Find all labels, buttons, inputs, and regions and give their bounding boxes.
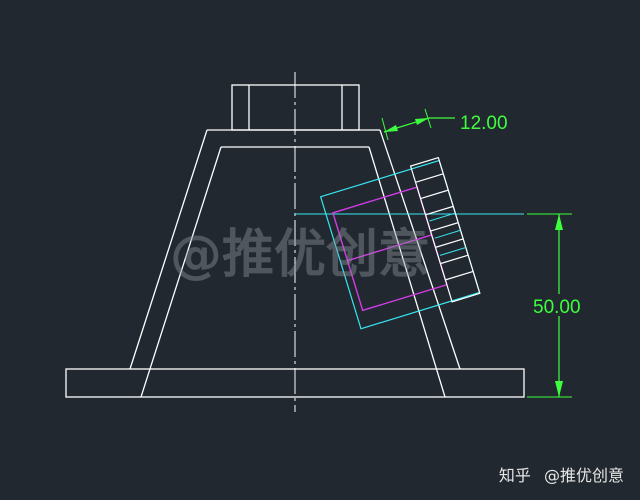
outer-left-edge	[129, 129, 208, 370]
tooth-line-4	[430, 222, 459, 232]
credit: 知乎 @推优创意	[499, 462, 624, 486]
tooth-line-3	[425, 205, 454, 216]
outer-right-edge	[379, 129, 461, 370]
dim-v-label-bg	[531, 294, 587, 316]
dim-v-arrow-top	[555, 214, 563, 230]
tooth-rack	[409, 156, 481, 303]
credit-author: @推优创意	[543, 466, 624, 485]
inner-left-edge	[140, 146, 222, 398]
tooth-line-1	[415, 173, 444, 183]
dim-h-ext-left	[381, 117, 389, 141]
tooth-highlight-3	[439, 247, 466, 256]
tooth-line-5	[435, 238, 464, 248]
credit-platform: 知乎	[498, 466, 531, 485]
tooth-line-2	[420, 189, 449, 200]
tooth-highlight-1	[429, 212, 456, 222]
tooth-line-6	[440, 254, 469, 265]
base-plate	[65, 368, 525, 398]
rotated-part	[319, 156, 481, 330]
dim-v-arrow-bottom	[555, 381, 563, 397]
tooth-highlight-2	[434, 229, 461, 239]
watermark: @推优创意	[170, 225, 430, 285]
dim-v-label: 50.00	[533, 297, 581, 318]
dim-h-arrow-right	[415, 118, 429, 125]
tooth-line-7	[445, 270, 474, 281]
dim-h-label: 12.00	[460, 113, 508, 134]
rotated-part-mid-line	[347, 234, 432, 262]
dimension-vertical: 50.00	[527, 213, 587, 398]
dim-h-arrow-left	[384, 125, 398, 132]
dimension-horizontal: 12.00	[381, 108, 508, 141]
inner-right-edge	[368, 146, 446, 398]
